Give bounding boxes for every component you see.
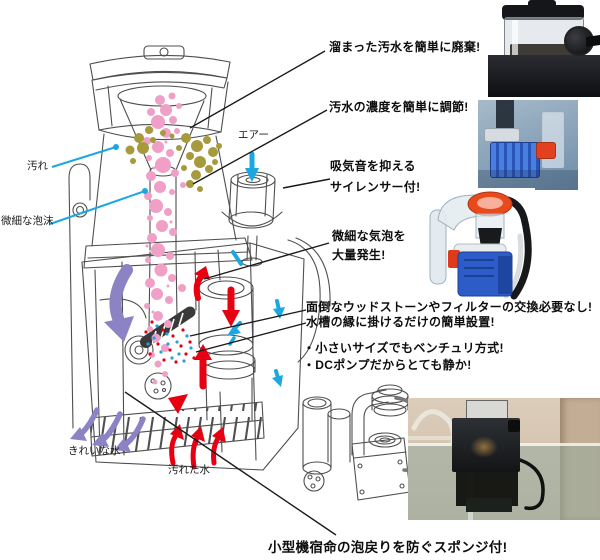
callout-discard-waste: 溜まった汚水を簡単に廃棄! (329, 40, 481, 54)
photo1-cable (586, 35, 600, 47)
photo1-highlight (512, 20, 518, 58)
callout-sponge: 小型機宿命の泡戻りを防ぐスポンジ付! (268, 540, 508, 555)
photo2-blue-pump (490, 142, 540, 178)
olive-waste-bubbles (125, 126, 222, 192)
photo-collection-cup (488, 0, 600, 97)
photo1-skimmate (510, 44, 576, 58)
label-clean-water: きれいな水 (68, 445, 121, 457)
photo2-cylinder (542, 112, 564, 168)
red-flow-arrows (168, 266, 240, 470)
leader-lines (124, 50, 337, 536)
callout-micro-bubbles: 微細な気泡を 大量発生! (332, 227, 406, 265)
callout-micro-bubbles-line2: 大量発生! (332, 248, 386, 262)
skimmer-line-drawing (68, 45, 331, 471)
photo4-glow (470, 436, 498, 458)
photo4-pump (466, 498, 512, 512)
callout-silencer-line2: サイレンサー付! (330, 180, 421, 194)
photo3-art (429, 191, 532, 300)
bullet-dc-pump: ・DCポンプだからとても静か! (303, 358, 472, 372)
photo1-body (488, 55, 600, 97)
label-air: エアー (238, 129, 269, 141)
label-dirt: 汚れ (27, 160, 48, 172)
callout-silencer-line1: 吸気音を抑える (330, 159, 416, 173)
photo-pump-underwater (478, 100, 578, 190)
photo2-shade (478, 170, 578, 190)
purple-flow-arrows (70, 264, 146, 452)
callout-silencer: 吸気音を抑える サイレンサー付! (330, 156, 420, 198)
photo2-red-knob (536, 142, 556, 159)
photo1-lid (502, 5, 584, 20)
callout-micro-bubbles-line1: 微細な気泡を (332, 229, 406, 243)
cyan-leader-lines (49, 144, 148, 225)
pump-line-drawing (302, 384, 427, 501)
photo4-knob (508, 420, 520, 432)
pink-bubbles (143, 92, 186, 385)
spray-dots (144, 320, 196, 364)
callout-no-woodstone: 面倒なウッドストーンやフィルターの交換必要なし! (306, 300, 593, 314)
photo-pump-unit (428, 188, 535, 305)
callout-adjust-density: 汚水の濃度を簡単に調節! (329, 100, 469, 114)
photo1-lid-knob (528, 0, 556, 8)
bullet-venturi: ・小さいサイズでもベンチュリ方式! (303, 341, 504, 355)
photo-installed-on-tank (408, 398, 600, 520)
photo4-glass-edge (408, 436, 478, 440)
photo2-clamp (484, 128, 520, 142)
callout-easy-install: 水槽の縁に掛けるだけの簡単設置! (306, 315, 495, 329)
label-fine-foam: 微細な泡沫 (1, 215, 54, 227)
label-dirty-water: 汚れた水 (168, 464, 210, 476)
